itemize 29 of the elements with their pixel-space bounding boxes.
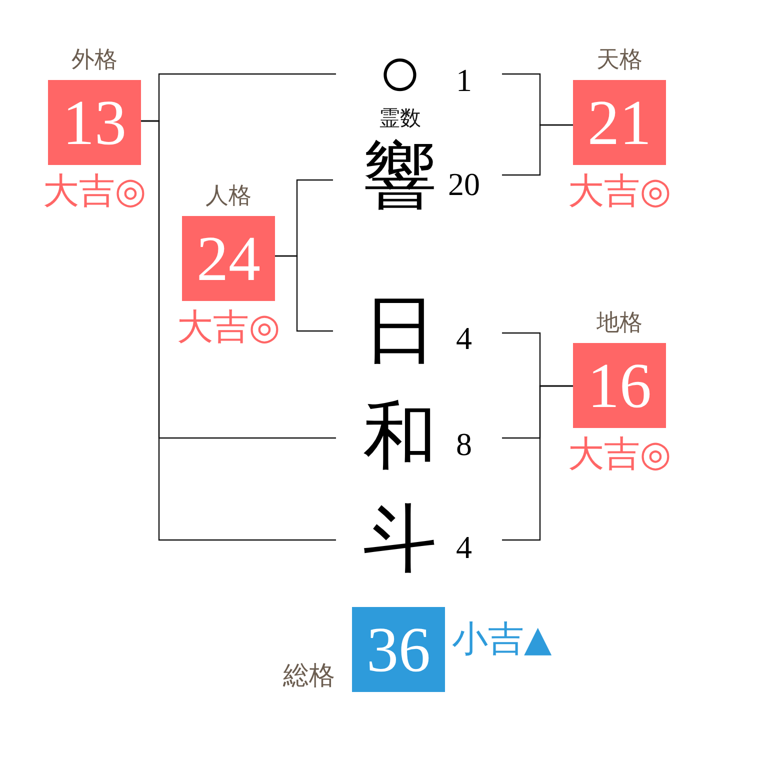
score-tile: 36 [352, 607, 445, 692]
fortune-rating: 大吉◎ [568, 437, 672, 473]
fortune-rating: 小吉▲ [452, 622, 552, 658]
category-label: 外格 [72, 49, 118, 72]
stroke-count: 20 [448, 168, 480, 200]
score-tile: 13 [48, 80, 141, 165]
connector-line [502, 124, 573, 176]
stroke-count: 4 [456, 531, 472, 563]
category-label: 人格 [206, 185, 252, 208]
fortune-rating: 大吉◎ [568, 174, 672, 210]
fortune-rating: 大吉◎ [42, 174, 146, 210]
stroke-count: 8 [456, 428, 472, 460]
name-character: 響 [363, 140, 437, 214]
connector-line [141, 120, 336, 541]
name-character: 和 [363, 400, 437, 474]
score-tile: 21 [573, 80, 666, 165]
category-label: 天格 [596, 49, 642, 72]
character-caption: 霊数 [379, 108, 421, 129]
stroke-count: 4 [456, 322, 472, 354]
category-label: 地格 [596, 312, 642, 335]
score-tile: 24 [182, 216, 275, 301]
category-label: 総格 [283, 663, 335, 689]
score-tile: 16 [573, 343, 666, 428]
name-character: 斗 [363, 503, 437, 577]
name-character: 日 [363, 294, 437, 368]
stroke-count: 1 [456, 64, 472, 96]
fortune-rating: 大吉◎ [176, 310, 280, 346]
connector-line [275, 255, 333, 332]
connector-line [502, 385, 573, 541]
